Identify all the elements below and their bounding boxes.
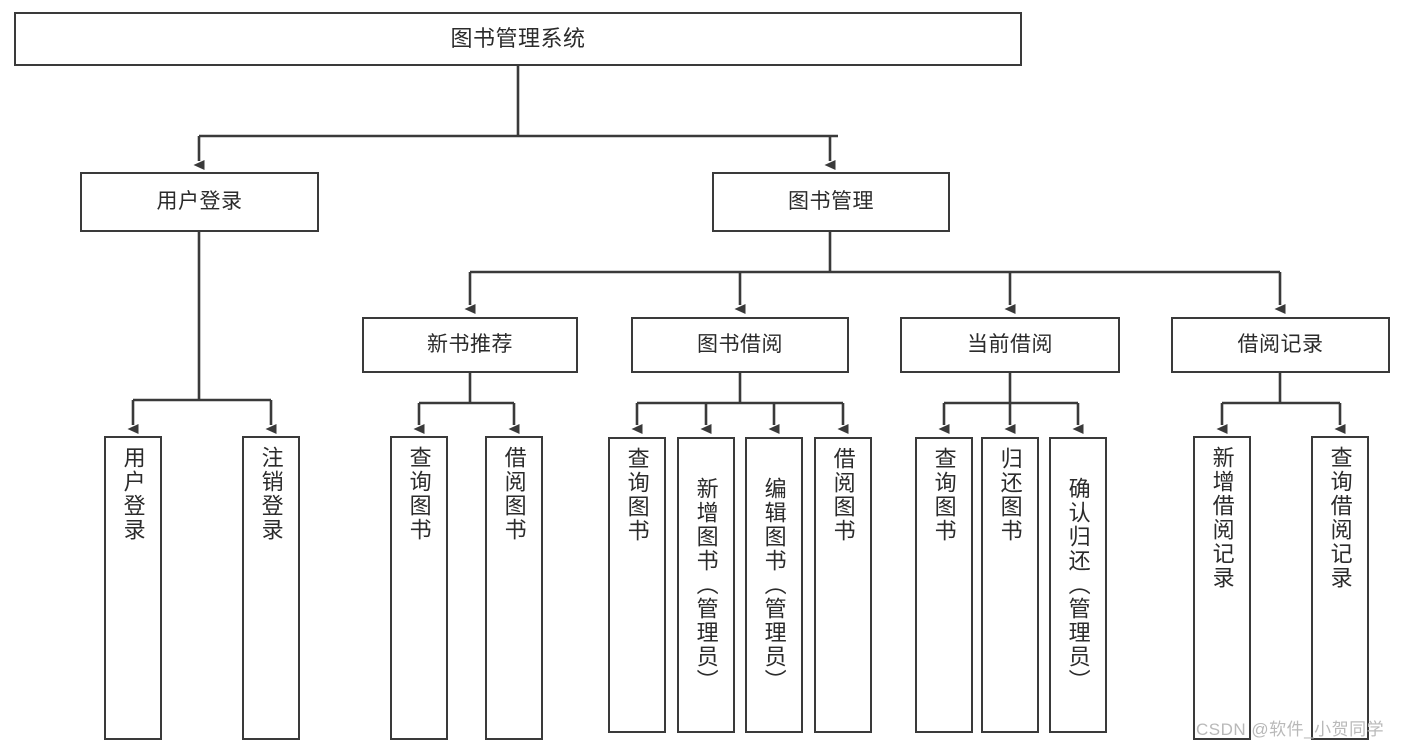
node-borrowing-record[interactable]: 借阅记录: [1171, 317, 1390, 373]
node-leaf-borrow-book-recommendation[interactable]: 借阅图书: [485, 436, 543, 740]
node-label: 编辑图书（管理员）: [761, 477, 787, 693]
node-leaf-borrow-book-borrowing[interactable]: 借阅图书: [814, 437, 872, 733]
node-label: 图书管理系统: [450, 26, 586, 52]
node-label: 借阅图书: [501, 446, 527, 542]
node-leaf-edit-book-admin[interactable]: 编辑图书（管理员）: [745, 437, 803, 733]
node-new-book-recommendation[interactable]: 新书推荐: [362, 317, 578, 373]
node-leaf-add-borrowing-record[interactable]: 新增借阅记录: [1193, 436, 1251, 740]
node-label: 用户登录: [156, 189, 243, 213]
node-label: 查询图书: [406, 446, 432, 542]
node-leaf-return-book[interactable]: 归还图书: [981, 437, 1039, 733]
node-leaf-query-borrowing-record[interactable]: 查询借阅记录: [1311, 436, 1369, 740]
node-label: 当前借阅: [967, 332, 1053, 356]
node-label: 新书推荐: [427, 332, 513, 356]
node-label: 注销登录: [258, 446, 284, 542]
node-leaf-logout[interactable]: 注销登录: [242, 436, 300, 740]
node-book-management[interactable]: 图书管理: [712, 172, 950, 232]
node-label: 借阅图书: [830, 447, 856, 543]
node-leaf-add-book-admin[interactable]: 新增图书（管理员）: [677, 437, 735, 733]
node-leaf-user-login[interactable]: 用户登录: [104, 436, 162, 740]
node-leaf-query-book-recommendation[interactable]: 查询图书: [390, 436, 448, 740]
node-book-borrowing[interactable]: 图书借阅: [631, 317, 849, 373]
node-label: 新增借阅记录: [1209, 446, 1235, 590]
node-label: 确认归还（管理员）: [1065, 477, 1091, 693]
node-leaf-query-book-current[interactable]: 查询图书: [915, 437, 973, 733]
node-label: 新增图书（管理员）: [693, 477, 719, 693]
node-leaf-confirm-return-admin[interactable]: 确认归还（管理员）: [1049, 437, 1107, 733]
node-label: 图书借阅: [697, 332, 783, 356]
node-root-book-management-system[interactable]: 图书管理系统: [14, 12, 1022, 66]
node-user-login[interactable]: 用户登录: [80, 172, 319, 232]
node-current-borrowing[interactable]: 当前借阅: [900, 317, 1120, 373]
node-label: 查询图书: [624, 447, 650, 543]
node-label: 用户登录: [120, 446, 146, 542]
node-label: 图书管理: [788, 189, 874, 213]
node-label: 查询借阅记录: [1327, 446, 1353, 590]
node-label: 借阅记录: [1237, 332, 1324, 356]
node-leaf-query-book-borrowing[interactable]: 查询图书: [608, 437, 666, 733]
csdn-watermark: CSDN @软件_小贺同学: [1196, 720, 1385, 739]
node-label: 归还图书: [997, 447, 1023, 543]
node-label: 查询图书: [931, 447, 957, 543]
